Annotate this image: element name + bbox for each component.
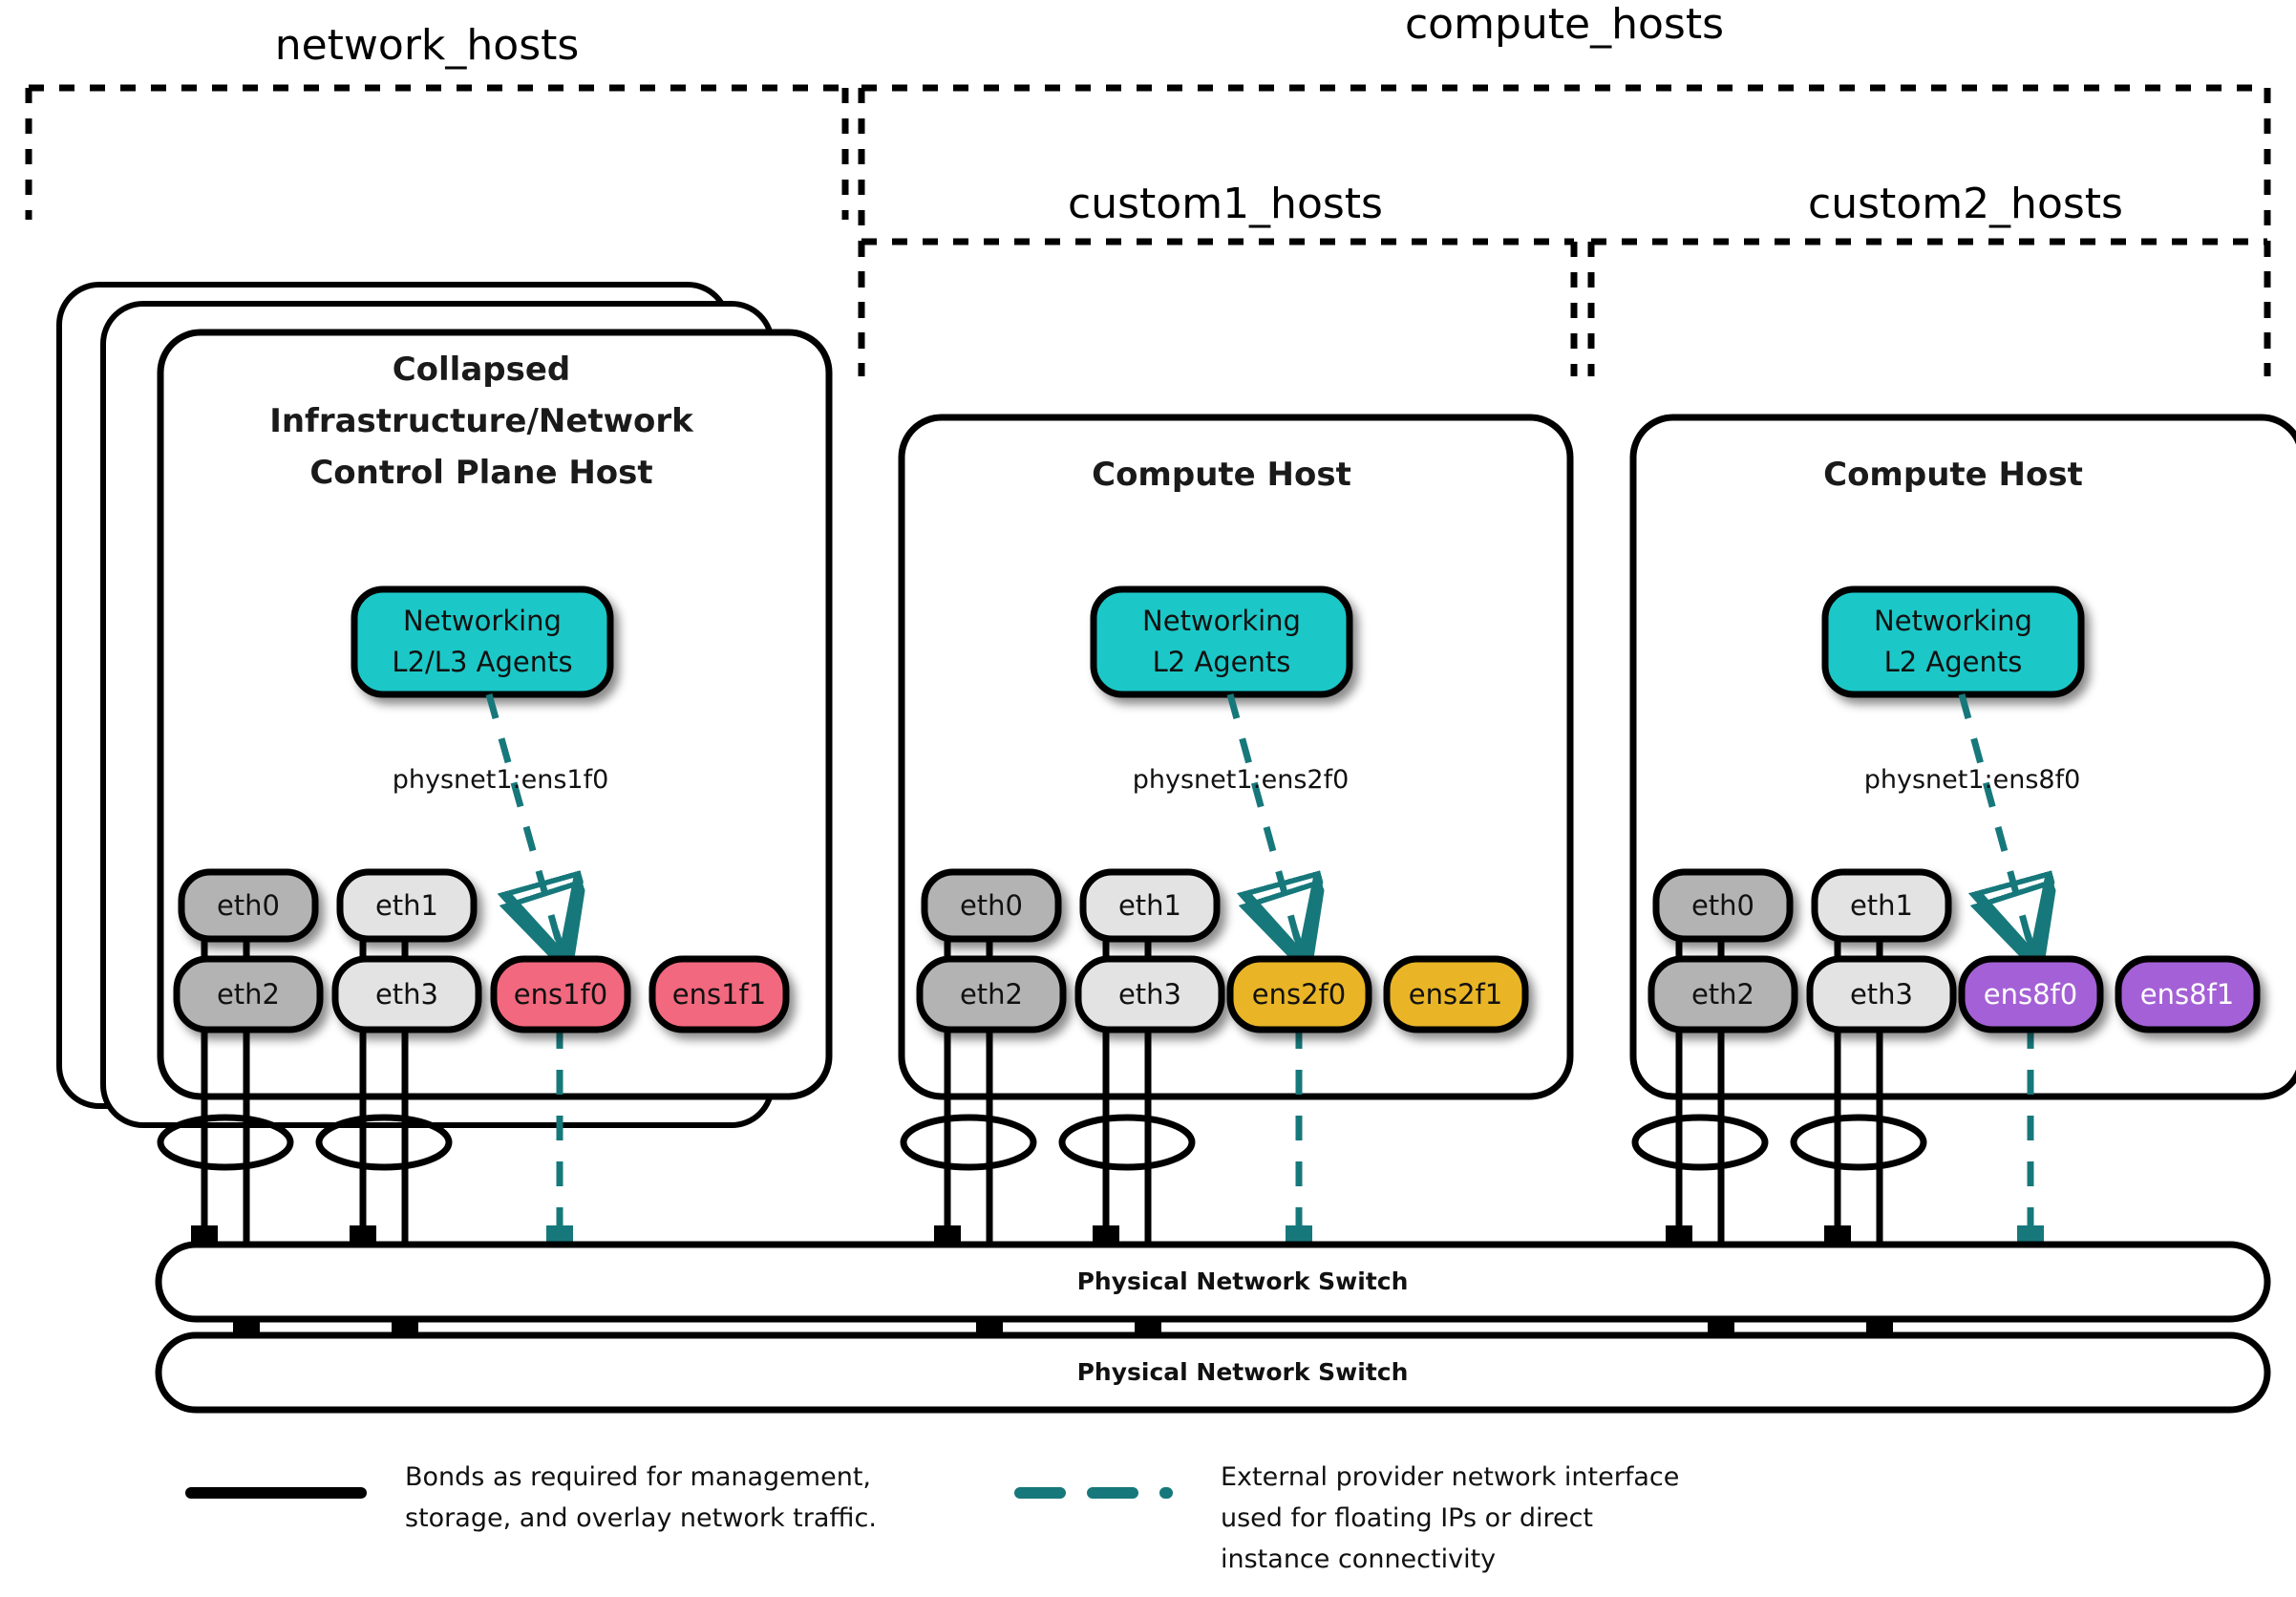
nic-eth2-host2[interactable] xyxy=(916,955,1067,1033)
nic-label-ens1f1-host1: ens1f1 xyxy=(672,978,766,1011)
nic-eth3-host2[interactable] xyxy=(1074,955,1225,1033)
agent-label-line-2: L2/L3 Agents xyxy=(392,646,572,678)
nic-label-eth0-host3: eth0 xyxy=(1691,889,1754,922)
nic-eth0-host2[interactable] xyxy=(921,868,1062,943)
physnet-label-compute-1: physnet1:ens2f0 xyxy=(1133,765,1350,795)
host-card-compute-2[interactable] xyxy=(1629,414,2296,1100)
host-title-line-3: Control Plane Host xyxy=(309,454,652,492)
group-label-custom1-hosts: custom1_hosts xyxy=(1068,180,1383,228)
nic-eth0-host3[interactable] xyxy=(1652,868,1794,943)
nic-label-eth0-host2: eth0 xyxy=(960,889,1023,922)
nic-ens1f0-host1[interactable] xyxy=(490,955,631,1033)
physical-network-switch-1[interactable] xyxy=(155,1241,2271,1323)
nic-eth3-host3[interactable] xyxy=(1806,955,1957,1033)
agent-label-compute-1-line-1: Networking xyxy=(1142,605,1301,637)
nic-ens1f1-host1[interactable] xyxy=(648,955,790,1033)
nic-ens8f1-host3[interactable] xyxy=(2115,955,2261,1033)
nic-eth1-host2[interactable] xyxy=(1079,868,1221,943)
provider-link-arrowhead-1 xyxy=(556,931,563,955)
nic-label-eth3-host1: eth3 xyxy=(375,978,438,1011)
nic-ens8f0-host3[interactable] xyxy=(1958,955,2104,1033)
nic-eth2-host3[interactable] xyxy=(1648,955,1798,1033)
physnet-label-control-plane: physnet1:ens1f0 xyxy=(393,765,609,795)
provider-link-arrowhead-2 xyxy=(1295,931,1303,955)
nic-label-ens8f1-host3: ens8f1 xyxy=(2140,978,2234,1011)
nic-eth2-host1[interactable] xyxy=(173,955,324,1033)
host-title-compute-2: Compute Host xyxy=(1823,456,2083,494)
group-box-compute-hosts xyxy=(858,84,2271,373)
agent-label-compute-2-line-1: Networking xyxy=(1874,605,2032,637)
host-title-line-1: Collapsed xyxy=(393,351,571,389)
nic-label-ens2f1-host2: ens2f1 xyxy=(1409,978,1502,1011)
agent-box-compute-2[interactable] xyxy=(1821,586,2085,698)
group-box-custom1-hosts xyxy=(858,238,1578,376)
agent-box-compute-1[interactable] xyxy=(1090,586,1353,698)
agent-label-compute-1-line-2: L2 Agents xyxy=(1153,646,1291,678)
nic-eth1-host1[interactable] xyxy=(336,868,478,943)
group-label-compute-hosts: compute_hosts xyxy=(1405,0,1724,49)
host-title-compute-1: Compute Host xyxy=(1092,456,1351,494)
legend-provider-line-1: External provider network interface xyxy=(1221,1462,1679,1492)
host-card-compute-1[interactable] xyxy=(898,414,1574,1100)
legend-provider-line-2: used for floating IPs or direct xyxy=(1221,1503,1593,1533)
nic-ens2f0-host2[interactable] xyxy=(1226,955,1372,1033)
nic-label-eth2-host2: eth2 xyxy=(960,978,1023,1011)
nic-eth1-host3[interactable] xyxy=(1811,868,1952,943)
nic-label-ens8f0-host3: ens8f0 xyxy=(1984,978,2077,1011)
nic-label-eth3-host3: eth3 xyxy=(1850,978,1913,1011)
provider-link-arrowhead-3 xyxy=(2027,931,2034,955)
physnet-label-compute-2: physnet1:ens8f0 xyxy=(1864,765,2081,795)
physical-network-switch-2[interactable] xyxy=(155,1331,2271,1414)
nic-label-eth2-host1: eth2 xyxy=(217,978,280,1011)
legend-bonds-line-1: Bonds as required for management, xyxy=(405,1462,871,1492)
group-box-network-hosts xyxy=(25,84,849,220)
legend-provider-line-3: instance connectivity xyxy=(1221,1544,1496,1574)
switch-label-1: Physical Network Switch xyxy=(1077,1267,1409,1295)
nic-ens2f1-host2[interactable] xyxy=(1383,955,1529,1033)
group-label-network-hosts: network_hosts xyxy=(275,21,580,70)
group-box-custom2-hosts xyxy=(1587,238,2271,376)
nic-label-eth0-host1: eth0 xyxy=(217,889,280,922)
nic-label-eth2-host3: eth2 xyxy=(1691,978,1754,1011)
nic-eth0-host1[interactable] xyxy=(178,868,319,943)
nic-label-ens1f0-host1: ens1f0 xyxy=(514,978,607,1011)
nic-label-eth3-host2: eth3 xyxy=(1118,978,1181,1011)
agent-box-control-plane[interactable] xyxy=(351,586,614,698)
nic-label-ens2f0-host2: ens2f0 xyxy=(1252,978,1346,1011)
host-title-line-2: Infrastructure/Network xyxy=(269,402,694,440)
switch-label-2: Physical Network Switch xyxy=(1077,1358,1409,1386)
nic-eth3-host1[interactable] xyxy=(331,955,482,1033)
legend-bonds-line-2: storage, and overlay network traffic. xyxy=(405,1503,877,1533)
nic-label-eth1-host1: eth1 xyxy=(375,889,438,922)
nic-label-eth1-host2: eth1 xyxy=(1118,889,1181,922)
group-label-custom2-hosts: custom2_hosts xyxy=(1808,180,2123,228)
agent-label-compute-2-line-2: L2 Agents xyxy=(1884,646,2023,678)
agent-label-line-1: Networking xyxy=(403,605,562,637)
nic-label-eth1-host3: eth1 xyxy=(1850,889,1913,922)
